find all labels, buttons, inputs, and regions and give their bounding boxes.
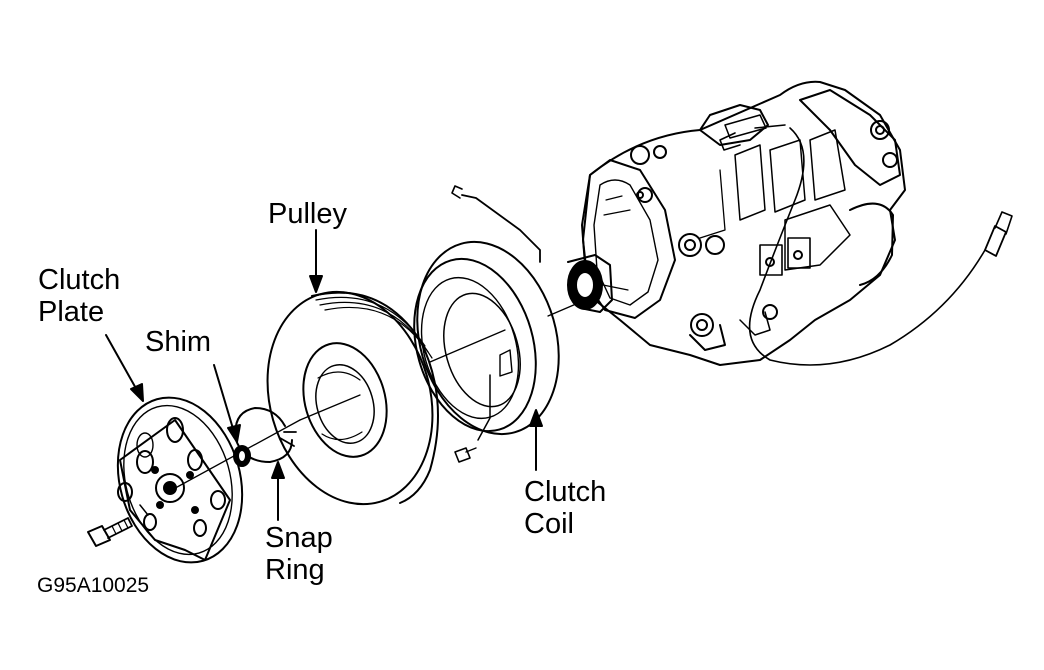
label-snap-ring-line2: Ring <box>265 554 325 586</box>
shim-drawing <box>234 446 250 466</box>
leader-arrows <box>106 230 542 520</box>
label-clutch-coil-line1: Clutch <box>524 476 607 508</box>
label-snap-ring-line1: Snap <box>265 522 333 554</box>
label-pulley: Pulley <box>268 198 347 230</box>
shaft-axis-line <box>168 298 590 492</box>
label-shim: Shim <box>145 326 212 358</box>
figure-code: G95A10025 <box>37 574 150 597</box>
label-clutch-plate-line2: Plate <box>38 296 105 328</box>
clutch-plate-drawing <box>99 383 261 578</box>
label-clutch-coil-line2: Coil <box>524 508 574 540</box>
clutch-coil-drawing <box>395 186 580 462</box>
sensor-wire <box>720 125 1012 365</box>
label-clutch-plate-line1: Clutch <box>38 264 121 296</box>
center-bolt-drawing <box>88 518 132 546</box>
compressor-body <box>568 82 905 365</box>
pulley-drawing <box>243 272 456 524</box>
